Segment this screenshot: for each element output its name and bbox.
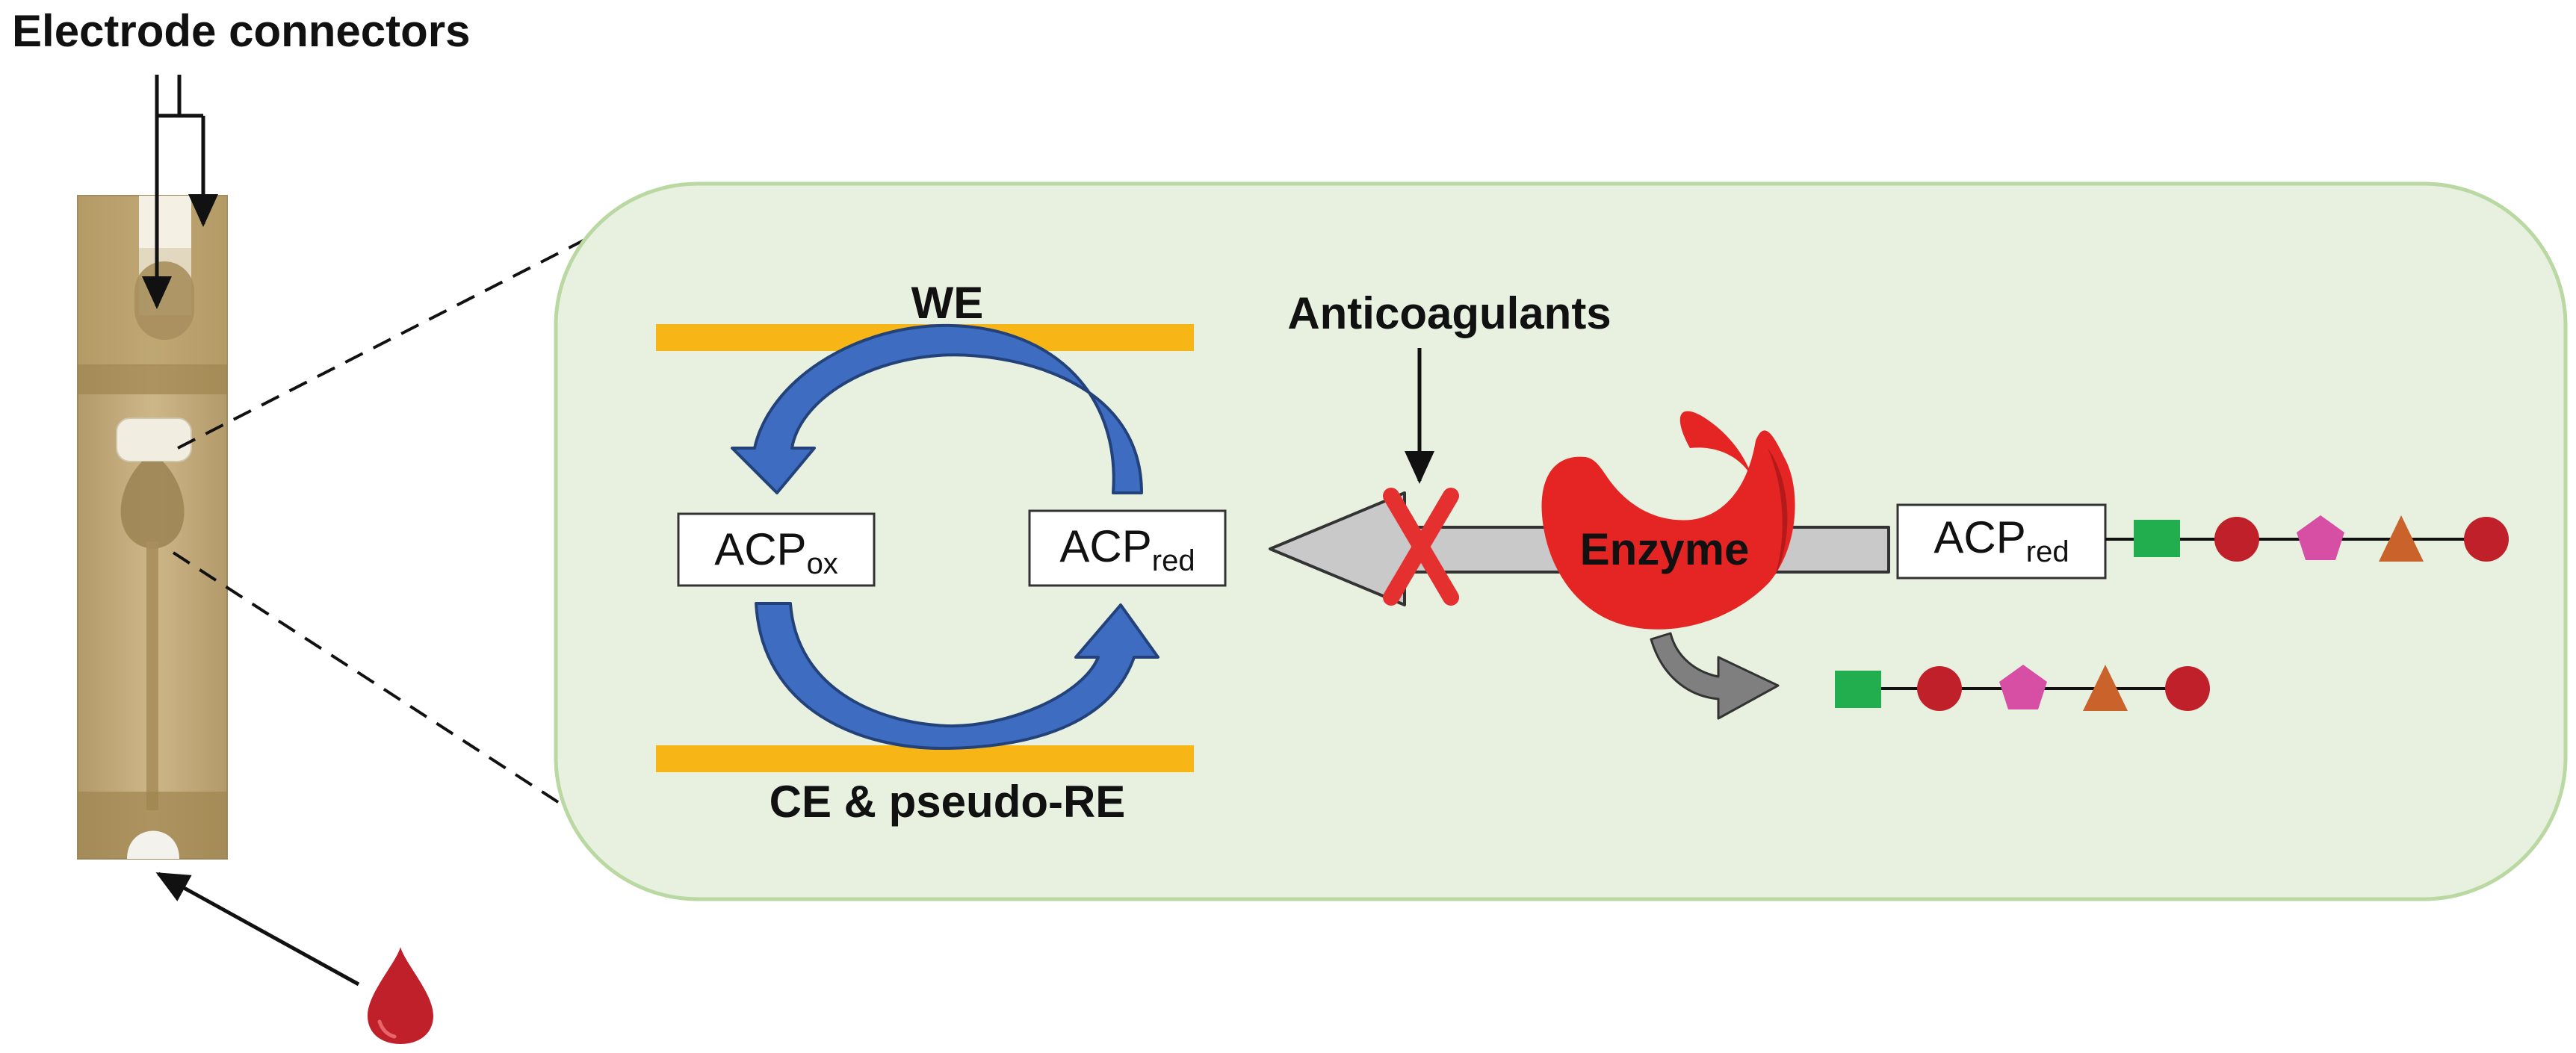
- acp-red-left-box: ACPred: [1028, 509, 1227, 587]
- blood-arrow: [155, 872, 360, 987]
- red-circle-icon: [2464, 517, 2509, 562]
- acp-ox-box: ACPox: [677, 512, 876, 587]
- acp-ox-sub: ox: [807, 547, 838, 580]
- red-circle-icon: [1917, 666, 1962, 711]
- enzyme-label: Enzyme: [1580, 524, 1750, 574]
- counter-electrode-bar: [656, 745, 1194, 772]
- pink-pentagon-icon: [2297, 515, 2344, 560]
- electrode-connectors-label: Electrode connectors: [12, 6, 471, 56]
- acp-red-right-box: ACPred: [1896, 503, 2107, 580]
- test-strip-photo: [77, 195, 228, 860]
- green-square-icon: [2134, 520, 2180, 557]
- product-chain: [1835, 665, 2210, 711]
- blood-drop-icon: [368, 947, 433, 1044]
- electrode-connector-arrows: [142, 75, 218, 309]
- orange-triangle-icon: [2379, 515, 2424, 562]
- acp-red-left-main: ACP: [1059, 521, 1151, 571]
- red-circle-icon: [2214, 517, 2259, 562]
- we-label: WE: [911, 278, 984, 328]
- block-x-icon: [1383, 488, 1459, 606]
- acp-ox-main: ACP: [714, 524, 806, 574]
- acp-red-left-sub: red: [1152, 544, 1195, 577]
- pink-pentagon-icon: [1999, 665, 2047, 709]
- svg-text:ACPred: ACPred: [1059, 521, 1195, 577]
- redox-cycle-arrows: [731, 323, 1159, 751]
- acp-red-right-sub: red: [2026, 535, 2069, 568]
- svg-text:ACPox: ACPox: [714, 524, 838, 580]
- substrate-chain: [2105, 515, 2509, 562]
- zoom-lines: [172, 194, 672, 877]
- svg-text:ACPred: ACPred: [1933, 512, 2069, 568]
- product-arrow: [1650, 632, 1780, 720]
- red-circle-icon: [2165, 666, 2210, 711]
- orange-triangle-icon: [2083, 665, 2128, 711]
- enzyme-shape-icon: [1541, 411, 1795, 630]
- anticoagulants-label: Anticoagulants: [1287, 288, 1611, 338]
- green-square-icon: [1835, 671, 1881, 708]
- acp-red-right-main: ACP: [1933, 512, 2025, 562]
- ce-label: CE & pseudo-RE: [770, 777, 1126, 827]
